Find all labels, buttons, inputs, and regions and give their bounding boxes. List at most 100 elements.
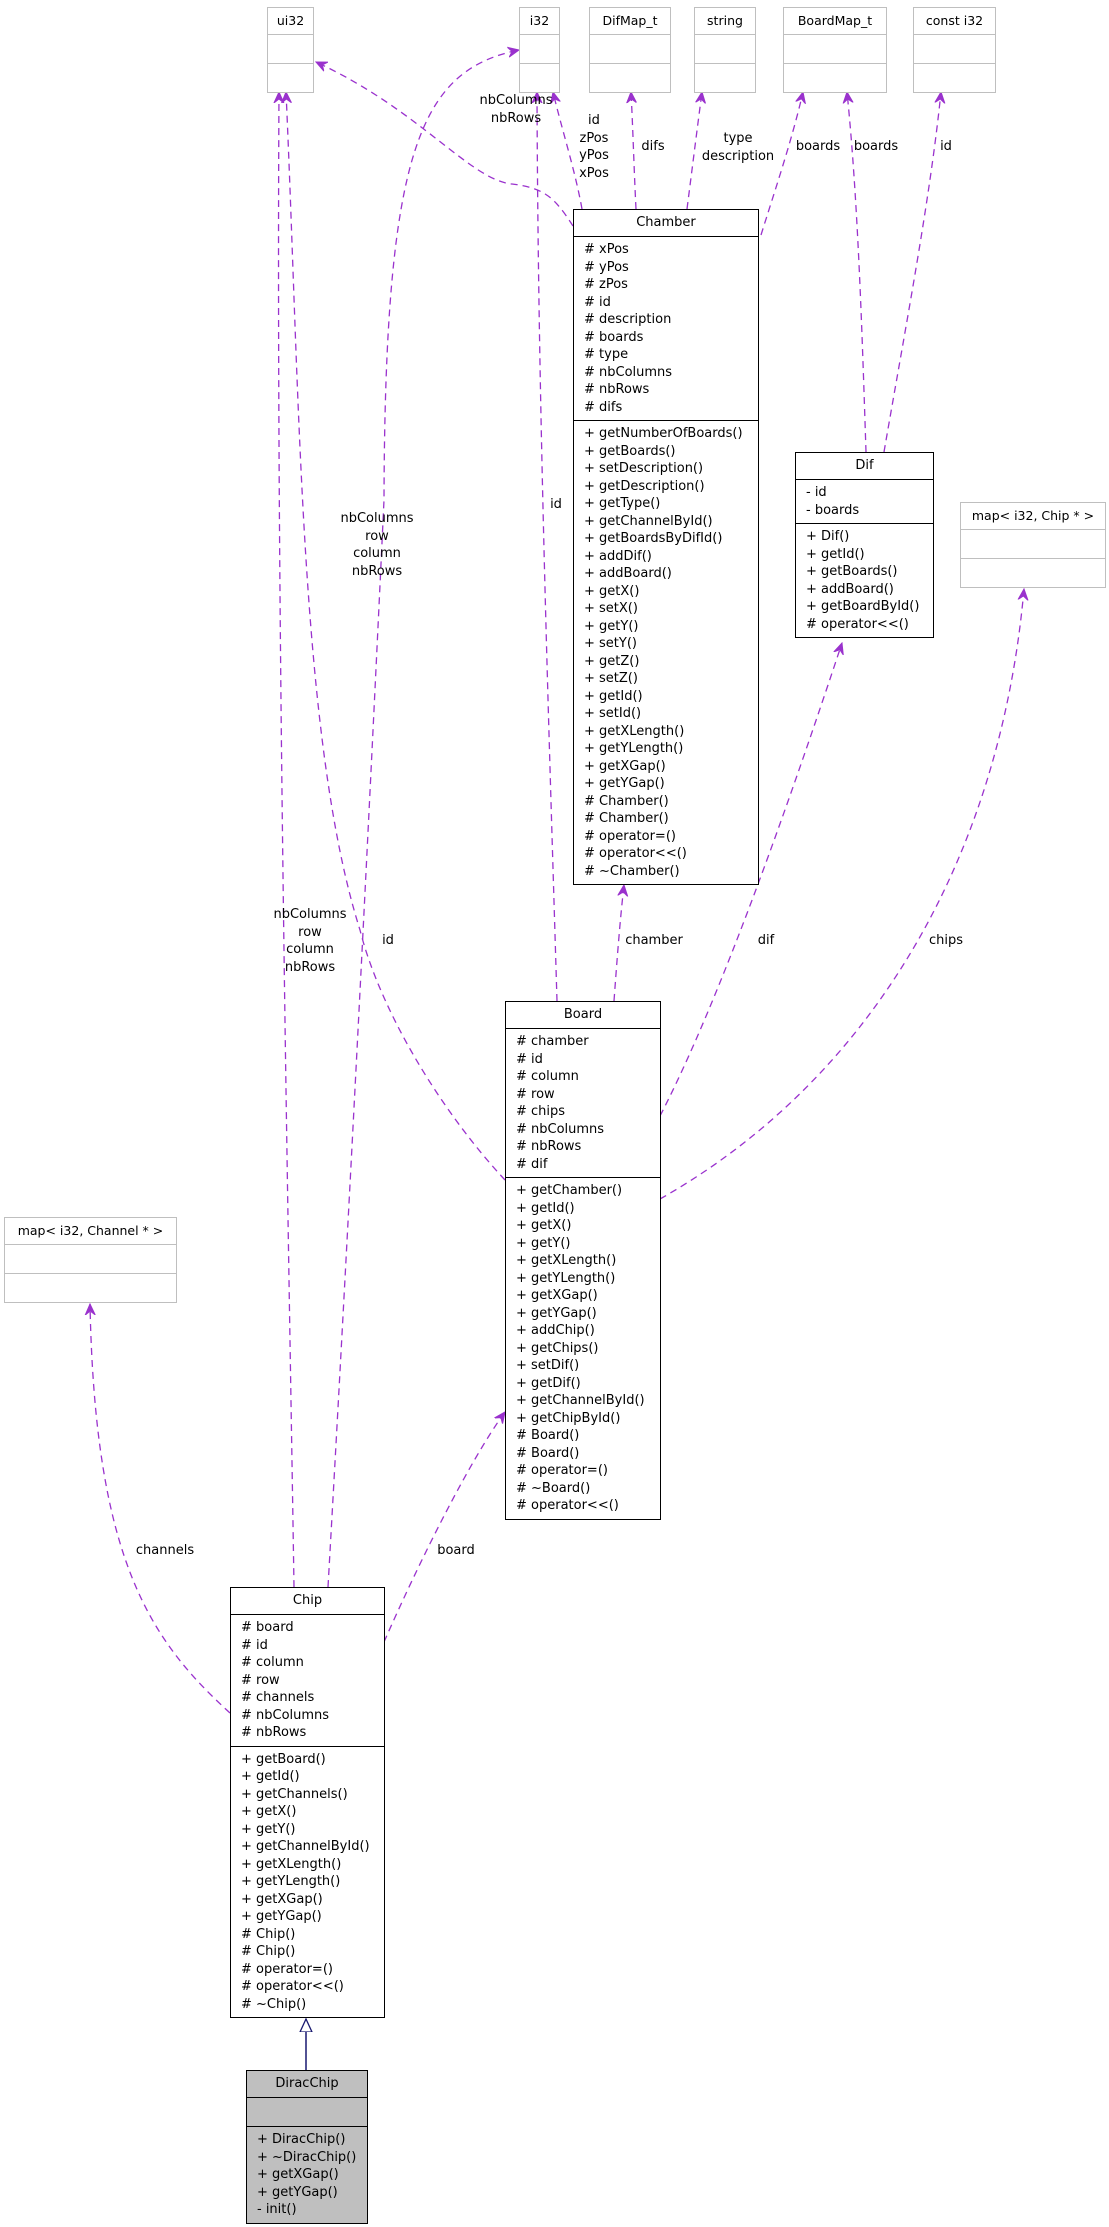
class-box-consti32[interactable]: const i32 — [913, 7, 996, 93]
method-item: + setDif() — [516, 1358, 580, 1373]
usage-edge — [327, 50, 519, 1588]
edge-label-line: channels — [135, 1543, 195, 1558]
class-attributes — [961, 529, 1105, 558]
edge-label-line: nbColumns — [273, 907, 347, 922]
method-item: + getYGap() — [241, 1909, 322, 1924]
usage-edge — [279, 92, 295, 1588]
class-attributes — [5, 1244, 176, 1273]
class-methods — [5, 1273, 176, 1302]
class-name: DifMap_t — [602, 13, 658, 28]
attribute-item: # id — [516, 1051, 543, 1067]
method-item: + setZ() — [584, 671, 638, 686]
class-methods — [961, 558, 1105, 587]
class-methods — [914, 63, 995, 92]
attribute-item: # description — [584, 312, 672, 327]
attribute-item: # nbRows — [584, 382, 650, 397]
method-item: + getXLength() — [584, 723, 685, 739]
method-item: + getXGap() — [584, 758, 666, 774]
method-item: # operator=() — [516, 1463, 608, 1478]
method-item: + getXLength() — [241, 1856, 342, 1872]
method-item: + getYLength() — [516, 1270, 616, 1286]
edge-label-line: id — [588, 113, 600, 128]
method-item: + getXLength() — [516, 1253, 617, 1268]
attribute-item: # chips — [516, 1104, 566, 1119]
method-item: # Board() — [516, 1428, 580, 1443]
edge-label-line: zPos — [579, 130, 609, 146]
edge-label: chips — [929, 932, 963, 950]
class-methods — [268, 63, 313, 92]
method-item: + getYGap() — [584, 776, 665, 791]
usage-edge — [537, 92, 558, 1002]
attribute-item: # yPos — [584, 259, 629, 275]
class-box-difmap[interactable]: DifMap_t — [589, 7, 671, 93]
edge-label-line: chips — [928, 933, 964, 948]
class-box-board[interactable]: Board# chamber# id# column# row# chips# … — [505, 1001, 661, 1520]
attribute-item: # nbColumns — [584, 364, 673, 380]
class-box-string[interactable]: string — [694, 7, 756, 93]
method-item: # Chip() — [241, 1944, 296, 1959]
class-attributes: # xPos# yPos# zPos# id# description# boa… — [574, 236, 758, 420]
attribute-item: # dif — [516, 1156, 548, 1172]
method-item: + getY() — [241, 1821, 296, 1837]
class-attributes — [784, 34, 886, 63]
class-methods: + Dif()+ getId()+ getBoards()+ addBoard(… — [796, 523, 933, 637]
method-item: + getBoards() — [806, 564, 898, 579]
edge-label: channels — [136, 1542, 194, 1560]
attribute-item: # channels — [241, 1690, 315, 1705]
class-box-dif[interactable]: Dif- id- boards+ Dif()+ getId()+ getBoar… — [795, 452, 934, 638]
method-item: + getDescription() — [584, 478, 705, 494]
class-methods: + getChamber()+ getId()+ getX()+ getY()+… — [506, 1177, 660, 1519]
method-item: + addBoard() — [584, 566, 672, 581]
method-item: # Chamber() — [584, 793, 669, 809]
edge-label-line: xPos — [579, 165, 609, 181]
usage-edge — [631, 92, 636, 210]
class-box-boardmap[interactable]: BoardMap_t — [783, 7, 887, 93]
usage-edge — [847, 92, 867, 453]
method-item: + getYLength() — [241, 1874, 341, 1889]
class-box-ui32[interactable]: ui32 — [267, 7, 314, 93]
usage-edge — [659, 643, 842, 1117]
attribute-item: # row — [241, 1672, 280, 1688]
usage-edge — [383, 1412, 505, 1643]
class-name: Chip — [292, 1593, 323, 1608]
method-item: # ~Board() — [516, 1480, 591, 1496]
usage-edge — [686, 92, 702, 210]
class-box-chamber[interactable]: Chamber# xPos# yPos# zPos# id# descripti… — [573, 209, 759, 885]
class-box-diracchip[interactable]: DiracChip+ DiracChip()+ ~DiracChip()+ ge… — [246, 2070, 368, 2224]
edge-label-line: nbRows — [351, 563, 403, 579]
edge-label: board — [437, 1542, 475, 1560]
edge-label-line: column — [353, 546, 401, 561]
method-item: + setId() — [584, 706, 642, 721]
attribute-item: # nbColumns — [241, 1707, 330, 1723]
attribute-item: # nbRows — [241, 1725, 307, 1740]
class-box-mapchip[interactable]: map< i32, Chip * > — [960, 502, 1106, 588]
class-attributes — [590, 34, 670, 63]
class-methods: + getBoard()+ getId()+ getChannels()+ ge… — [231, 1745, 384, 2018]
method-item: + getBoards() — [584, 443, 676, 459]
class-box-mapchannel[interactable]: map< i32, Channel * > — [4, 1217, 177, 1303]
edge-label: difs — [641, 138, 664, 156]
method-item: + setY() — [584, 636, 637, 651]
class-name: const i32 — [925, 13, 984, 28]
method-item: # Chip() — [241, 1926, 296, 1942]
class-attributes: # chamber# id# column# row# chips# nbCol… — [506, 1028, 660, 1177]
class-attributes — [914, 34, 995, 63]
class-box-i32[interactable]: i32 — [519, 7, 560, 93]
edge-label-line: row — [298, 924, 322, 940]
method-item: + getBoard() — [241, 1751, 326, 1767]
method-item: + setDescription() — [584, 461, 704, 476]
method-item: # ~Chip() — [241, 1996, 307, 2012]
edge-label-line: id — [382, 933, 394, 948]
attribute-item: # type — [584, 347, 629, 362]
class-box-chip[interactable]: Chip# board# id# column# row# channels# … — [230, 1587, 385, 2018]
method-item: + getDif() — [516, 1375, 581, 1391]
method-item: + getChannelById() — [241, 1839, 370, 1854]
class-attributes: - id- boards — [796, 479, 933, 523]
edge-label-line: board — [437, 1543, 475, 1558]
method-item: + getXGap() — [241, 1891, 323, 1907]
method-item: # operator<<() — [584, 846, 687, 861]
edge-label-line: nbColumns — [479, 93, 553, 108]
